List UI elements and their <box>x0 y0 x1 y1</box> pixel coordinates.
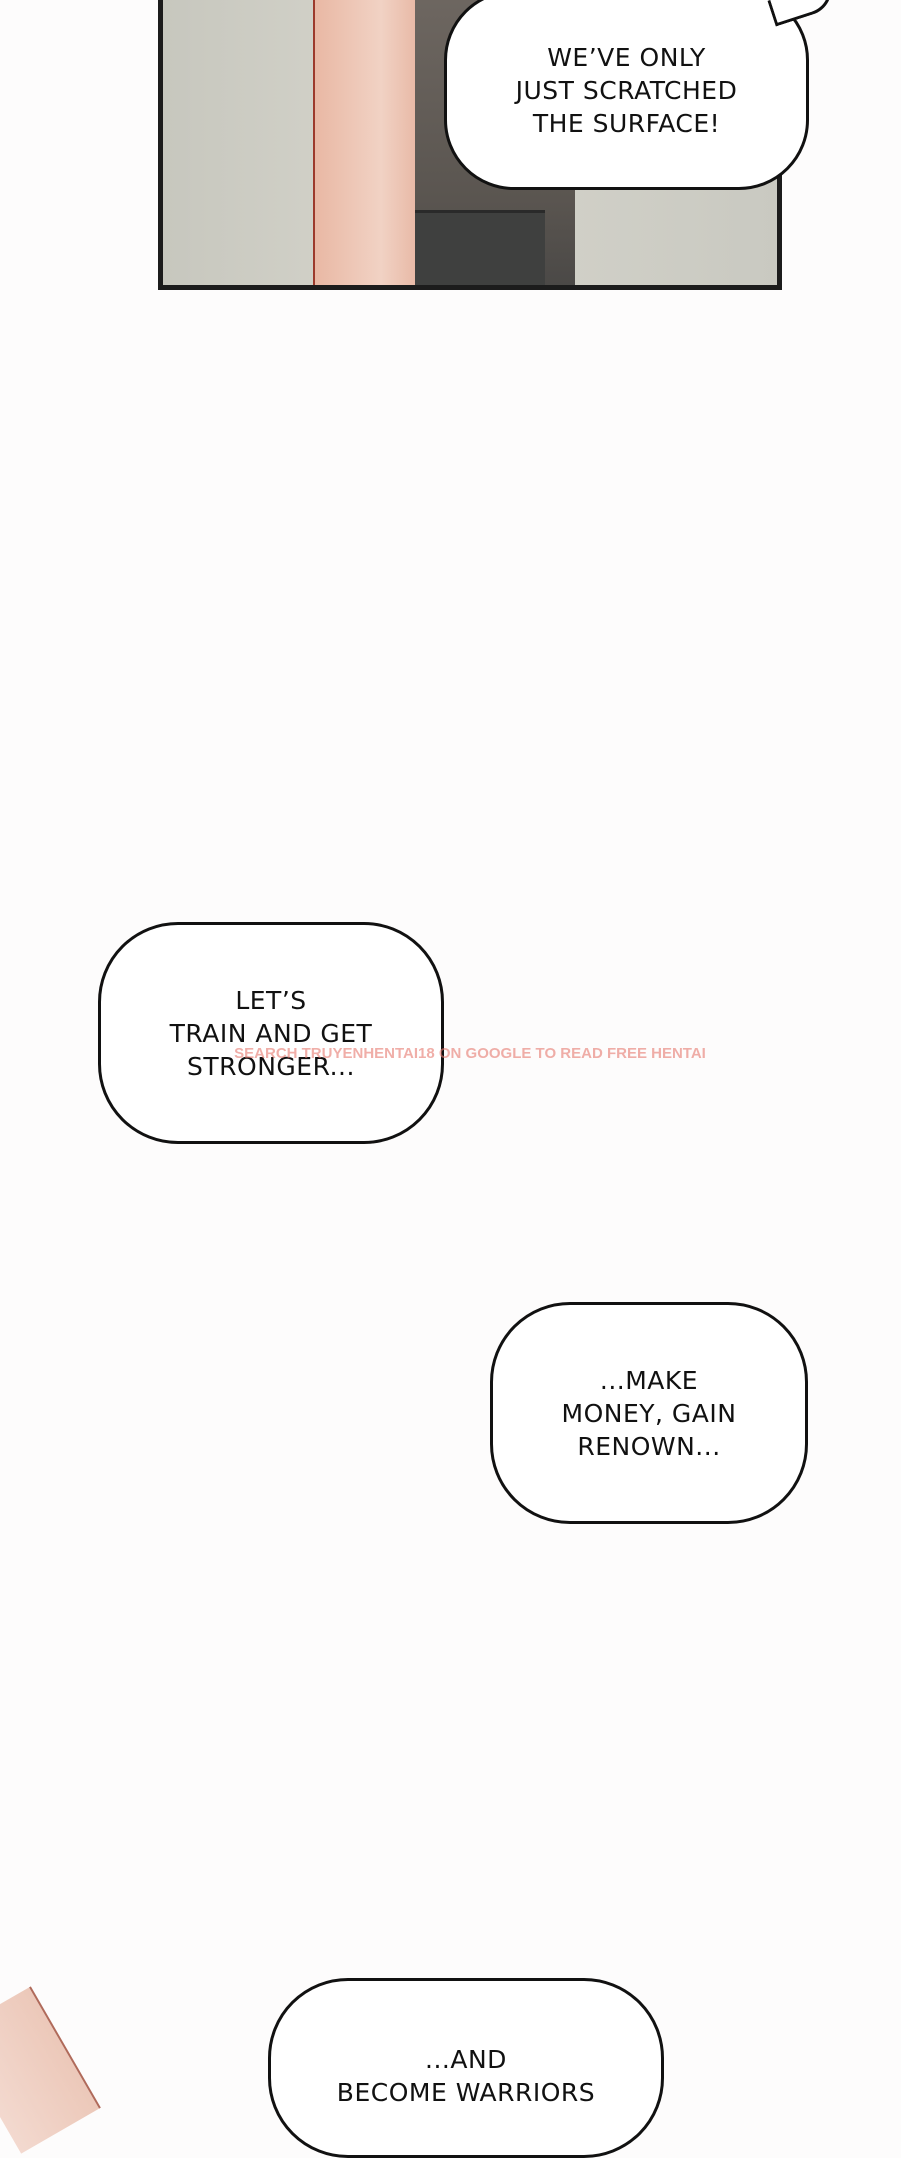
speech-bubble-tail <box>767 0 839 27</box>
watermark-text: SEARCH TRUYENHENTAI18 ON GOOGLE TO READ … <box>234 1045 706 1062</box>
speech-bubble-money: ...MAKE MONEY, GAIN RENOWN... <box>490 1302 808 1524</box>
character-pants <box>415 210 545 285</box>
character-arm <box>313 0 425 285</box>
speech-bubble-warriors: ...AND BECOME WARRIORS <box>268 1978 664 2158</box>
speech-bubble-train: LET’S TRAIN AND GET STRONGER... <box>98 922 444 1144</box>
speech-bubble-surface: WE’VE ONLY JUST SCRATCHED THE SURFACE! <box>444 0 809 190</box>
character-hand <box>0 1986 101 2154</box>
